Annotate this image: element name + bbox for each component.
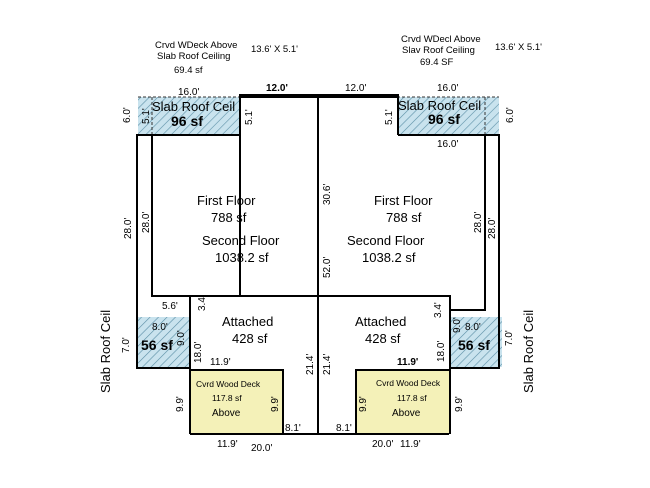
right-slab-label: Slab Roof Ceil xyxy=(398,98,481,113)
dim-right-28-inner: 28.0' xyxy=(473,212,484,233)
left-dims-note: 13.6' X 5.1' xyxy=(251,44,298,55)
right-attached: Attached xyxy=(355,314,406,329)
walls xyxy=(136,94,500,435)
dim-left-90: 9.0' xyxy=(176,330,187,346)
dim-center-520: 52.0' xyxy=(322,257,333,278)
dim-right-90: 9.0' xyxy=(452,317,463,333)
left-second-floor: Second Floor xyxy=(202,233,280,248)
right-ceiling-note: Slav Roof Ceiling xyxy=(402,45,475,56)
left-area-note: 69.4 sf xyxy=(174,65,203,76)
right-area-note: 69.4 SF xyxy=(420,57,453,68)
dim-left-6: 6.0' xyxy=(122,107,133,123)
left-attached: Attached xyxy=(222,314,273,329)
dim-left-99-inner: 9.9' xyxy=(270,396,281,412)
slab-dashed-edges xyxy=(138,96,499,135)
dim-right-99-outer: 9.9' xyxy=(454,396,465,412)
right-deck-area-label: 117.8 sf xyxy=(397,393,427,403)
right-small-slab-area-label: 56 sf xyxy=(458,337,490,353)
dim-left-28-inner: 28.0' xyxy=(141,212,152,233)
dim-top-12-left: 12.0' xyxy=(266,83,288,94)
dim-right-16-under: 16.0' xyxy=(437,139,458,150)
dim-left-119-mid: 11.9' xyxy=(210,357,231,368)
right-deck-title: Cvrd Wood Deck xyxy=(376,378,441,388)
dim-left-51-a: 5.1' xyxy=(141,108,152,124)
dim-left-119-bottom: 11.9' xyxy=(217,439,238,450)
dim-right-6: 6.0' xyxy=(505,107,516,123)
right-first-floor: First Floor xyxy=(374,193,433,208)
dim-left-56: 5.6' xyxy=(162,301,178,312)
dim-right-119-mid: 11.9' xyxy=(397,357,418,368)
dim-right-99-inner: 9.9' xyxy=(358,396,369,412)
dim-top-right-16: 16.0' xyxy=(437,83,458,94)
right-attached-area: 428 sf xyxy=(365,331,401,346)
dim-left-99-outer: 9.9' xyxy=(175,396,186,412)
right-deck-note-label: Above xyxy=(392,408,421,419)
dim-top-left-16: 16.0' xyxy=(178,87,199,98)
dim-right-28-outer: 28.0' xyxy=(487,218,498,239)
right-side-slab-label: Slab Roof Ceil xyxy=(521,310,536,393)
right-first-floor-area: 788 sf xyxy=(386,210,422,225)
dim-right-34: 3.4' xyxy=(433,302,444,318)
left-side-slab-label: Slab Roof Ceil xyxy=(98,310,113,393)
dim-left-51-b: 5.1' xyxy=(244,109,255,125)
right-second-floor-area: 1038.2 sf xyxy=(362,250,416,265)
left-deck-area-label: 117.8 sf xyxy=(212,393,242,403)
left-slab-label: Slab Roof Ceil xyxy=(152,99,235,114)
dim-center-306: 30.6' xyxy=(322,184,333,205)
dim-left-180: 18.0' xyxy=(193,342,204,363)
dim-left-34: 3.4' xyxy=(197,295,208,311)
left-deck-note-label: Above xyxy=(212,408,241,419)
dim-right-81: 8.1' xyxy=(336,423,352,434)
dim-right-51-a: 5.1' xyxy=(384,109,395,125)
right-small-slab-area xyxy=(450,317,502,367)
left-second-floor-area: 1038.2 sf xyxy=(215,250,269,265)
left-small-slab-area xyxy=(137,317,189,367)
right-second-floor: Second Floor xyxy=(347,233,425,248)
dim-left-28-outer: 28.0' xyxy=(123,218,134,239)
left-small-slab-area-label: 56 sf xyxy=(141,337,173,353)
left-attached-area: 428 sf xyxy=(232,331,268,346)
left-deck-note: Crvd WDeck Above xyxy=(155,40,237,51)
right-deck-note: Crvd WDecl Above xyxy=(401,34,481,45)
right-slab-area-label: 96 sf xyxy=(428,111,460,127)
right-dims-note: 13.6' X 5.1' xyxy=(495,42,542,53)
left-deck-title: Cvrd Wood Deck xyxy=(196,379,261,389)
dim-center-214-a: 21.4' xyxy=(305,354,316,375)
left-slab-area xyxy=(138,97,240,135)
dim-left-81: 8.1' xyxy=(285,423,301,434)
left-slab-area-label: 96 sf xyxy=(171,113,203,129)
dim-center-214-b: 21.4' xyxy=(322,354,333,375)
dim-left-200: 20.0' xyxy=(251,443,272,454)
dim-right-200: 20.0' xyxy=(372,439,393,450)
dim-right-70: 7.0' xyxy=(504,330,515,346)
dim-right-180: 18.0' xyxy=(436,341,447,362)
right-slab-area xyxy=(397,97,499,135)
dim-left-70: 7.0' xyxy=(121,337,132,353)
left-ceiling-note: Slab Roof Ceiling xyxy=(157,51,230,62)
left-deck-area xyxy=(190,370,283,434)
dim-right-119-bottom: 11.9' xyxy=(400,439,421,450)
dim-right-80: 8.0' xyxy=(465,322,481,333)
left-first-floor-area: 788 sf xyxy=(211,210,247,225)
left-first-floor: First Floor xyxy=(197,193,256,208)
dim-left-80: 8.0' xyxy=(152,322,168,333)
dim-top-12-right: 12.0' xyxy=(345,83,366,94)
right-deck-area xyxy=(356,370,449,434)
